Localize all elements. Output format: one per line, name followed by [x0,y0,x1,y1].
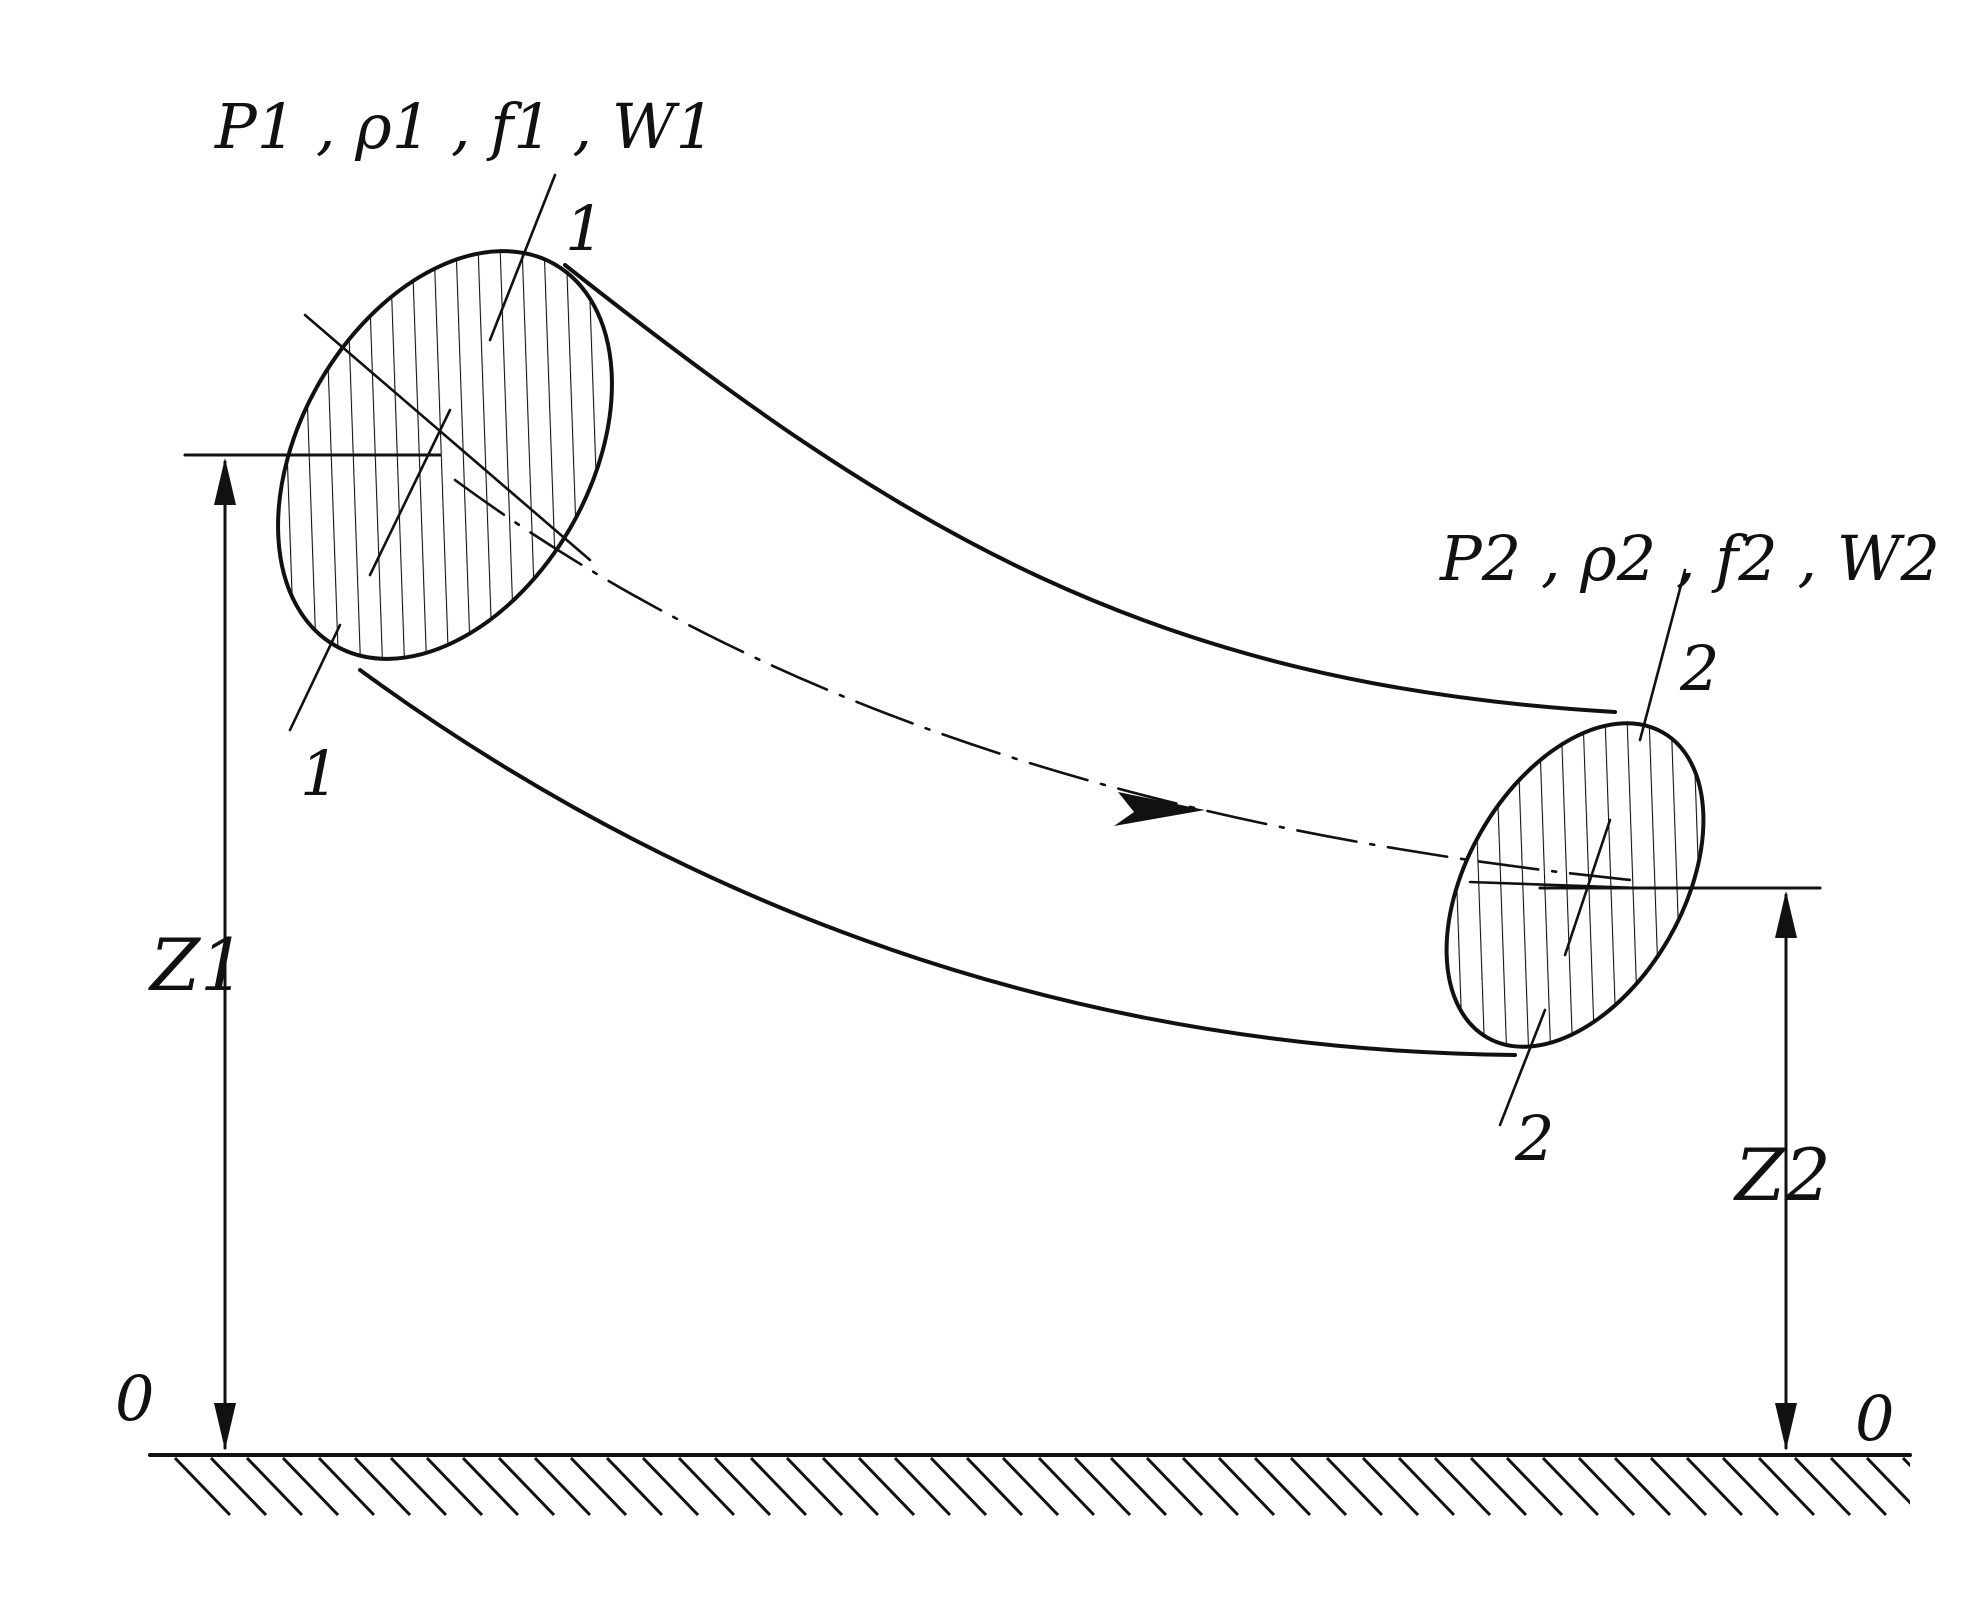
ground-hatch-line [1865,1456,1910,1505]
ground-hatch-line [965,1456,1024,1517]
tube-centerline [453,478,1632,882]
section-1-top-leader [488,173,557,342]
ground-hatch-line [209,1456,268,1517]
ground-hatch-line [713,1456,772,1517]
datum-label-left: 0 [115,1362,154,1435]
section-1-cross-mark [368,408,452,577]
ground-hatch-line [1253,1456,1312,1517]
ground-hatch-line [1649,1456,1708,1517]
section-2-params-label: P2 , ρ2 , f2 , W2 [1439,522,1940,595]
ground-hatch-line [1289,1456,1348,1517]
ground-hatch-line [353,1456,412,1517]
ground-hatch-line [785,1456,844,1517]
section-2-top-leader [1638,568,1687,742]
section-1-axis-line [303,313,592,562]
z1-arrow-top [214,458,236,505]
ground-hatch-line [821,1456,880,1517]
ground-hatch-line [1325,1456,1384,1517]
ground-hatch-line [857,1456,916,1517]
ground-hatch-line [497,1456,556,1517]
z2-arrow-top [1775,891,1797,938]
ground-hatch-line [749,1456,808,1517]
ground-hatch-line [173,1456,232,1517]
ground-hatching [173,1456,1910,1517]
ground-hatch-line [1793,1456,1852,1517]
ground-hatch-line [1397,1456,1456,1517]
ground-hatch-line [1037,1456,1096,1517]
ground-hatch-line [605,1456,664,1517]
flow-arrow [1114,792,1205,826]
ground-hatch-line [1721,1456,1780,1517]
section-1-bottom-leader [288,623,342,732]
tube-lower-edge [358,668,1517,1057]
ground-hatch-line [1613,1456,1672,1517]
section-2-label-bottom: 2 [1514,1102,1554,1175]
ground-hatch-line [1145,1456,1204,1517]
section-2-bottom-leader [1498,1008,1547,1127]
tube-upper-edge [563,263,1617,714]
section-1-label-bottom: 1 [300,737,339,810]
ground-hatch-line [569,1456,628,1517]
ground-hatch-line [1577,1456,1636,1517]
ground-hatch-line [1109,1456,1168,1517]
ground-hatch-line [1181,1456,1240,1517]
ground-hatch-line [1901,1456,1910,1468]
section-1-params-label: P1 , ρ1 , f1 , W1 [214,90,715,163]
ground-hatch-line [1685,1456,1744,1517]
ground-hatch-line [641,1456,700,1517]
section-2-label-top: 2 [1679,632,1719,705]
ground-hatch-line [281,1456,340,1517]
ground-hatch-line [245,1456,304,1517]
ground-hatch-line [1469,1456,1528,1517]
ground-hatch-line [1433,1456,1492,1517]
ground-hatch-line [1001,1456,1060,1517]
z2-label: Z2 [1733,1133,1831,1217]
ground-hatch-line [425,1456,484,1517]
ground-hatch-line [677,1456,736,1517]
ground-hatch-line [1361,1456,1420,1517]
ground-hatch-line [929,1456,988,1517]
ground-hatch-line [1073,1456,1132,1517]
ground-hatch-line [1217,1456,1276,1517]
z1-arrow-bottom [214,1403,236,1450]
ground-hatch-line [389,1456,448,1517]
section-1-ellipse [276,249,614,661]
section-1-label-top: 1 [565,192,604,265]
ground-hatch-line [1829,1456,1888,1517]
z2-arrow-bottom [1775,1403,1797,1450]
ground-hatch-line [1541,1456,1600,1517]
ground-hatch-line [461,1456,520,1517]
ground-hatch-line [893,1456,952,1517]
z1-label: Z1 [148,923,246,1007]
ground-hatch-line [533,1456,592,1517]
ground-hatch-line [1757,1456,1816,1517]
datum-label-right: 0 [1855,1382,1894,1455]
ground-hatch-line [1505,1456,1564,1517]
ground-hatch-line [317,1456,376,1517]
